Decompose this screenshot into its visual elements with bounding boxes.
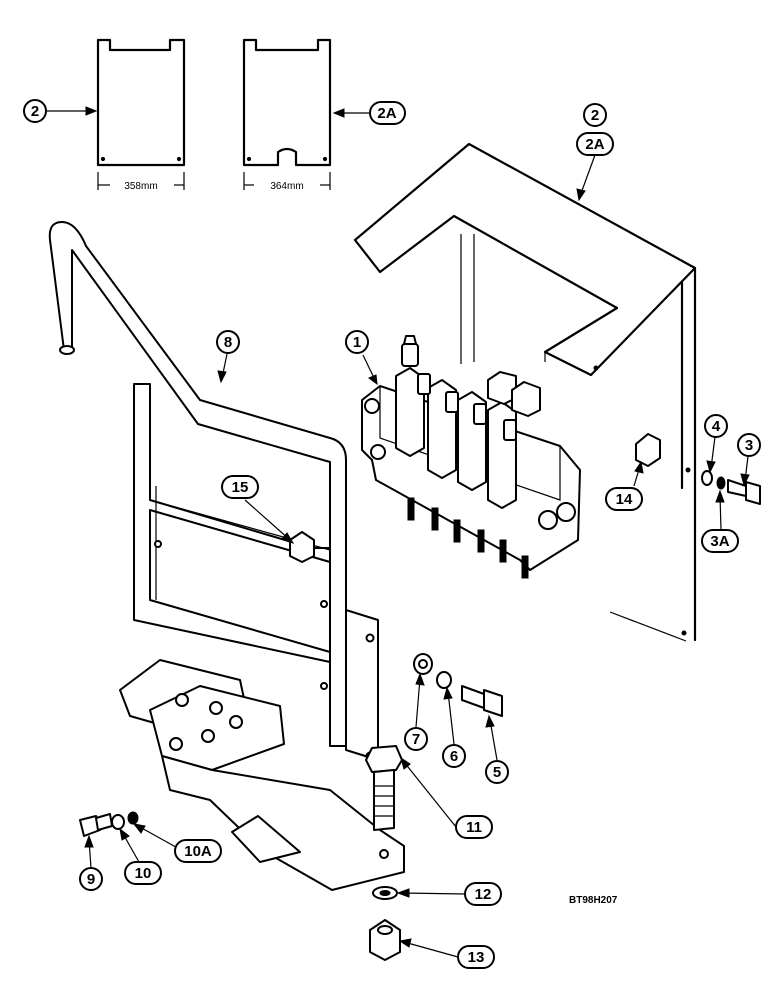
callout-13: 13 <box>457 945 495 969</box>
svg-text:10: 10 <box>135 865 152 882</box>
panel-2-flat: 358mm <box>96 38 186 192</box>
panel-2a-width-label: 364mm <box>270 181 303 192</box>
handle-bar <box>48 221 347 747</box>
svg-text:15: 15 <box>232 479 249 496</box>
svg-text:8: 8 <box>224 334 232 351</box>
hardware <box>79 433 761 961</box>
cover-panel <box>353 142 697 642</box>
svg-text:2: 2 <box>591 107 599 124</box>
svg-text:2A: 2A <box>377 105 396 122</box>
svg-text:1: 1 <box>353 334 361 351</box>
callout-2a-top: 2A <box>576 132 614 156</box>
callout-10a: 10A <box>174 839 222 863</box>
callout-14: 14 <box>605 487 643 511</box>
mount-plates <box>119 659 405 891</box>
callout-5: 5 <box>485 760 509 784</box>
callout-11: 11 <box>455 815 493 839</box>
callout-7: 7 <box>404 727 428 751</box>
callout-3a: 3A <box>701 529 739 553</box>
callout-4: 4 <box>704 414 728 438</box>
panel-2-width-label: 358mm <box>124 181 157 192</box>
svg-text:10A: 10A <box>184 843 212 860</box>
svg-text:4: 4 <box>712 418 721 435</box>
control-valve <box>361 335 581 579</box>
svg-text:14: 14 <box>616 491 633 508</box>
callout-1: 1 <box>345 330 369 354</box>
svg-text:3A: 3A <box>710 533 729 550</box>
callout-12: 12 <box>464 882 502 906</box>
callout-10: 10 <box>124 861 162 885</box>
svg-text:2: 2 <box>31 103 39 120</box>
svg-text:3: 3 <box>745 437 753 454</box>
callout-6: 6 <box>442 744 466 768</box>
mount-bracket <box>133 383 379 761</box>
panel-2a-flat: 364mm <box>242 38 332 192</box>
figure-code: BT98H207 <box>569 895 618 906</box>
svg-text:7: 7 <box>412 731 420 748</box>
svg-text:13: 13 <box>468 949 485 966</box>
svg-text:12: 12 <box>475 886 492 903</box>
svg-text:11: 11 <box>466 819 482 836</box>
callout-2-top: 2 <box>583 103 607 127</box>
callout-15: 15 <box>221 475 259 499</box>
callout-8: 8 <box>216 330 240 354</box>
callout-3: 3 <box>737 433 761 457</box>
svg-text:2A: 2A <box>585 136 604 153</box>
callout-9: 9 <box>79 867 103 891</box>
callout-2-left: 2 <box>23 99 47 123</box>
svg-text:9: 9 <box>87 871 95 888</box>
svg-text:5: 5 <box>493 764 501 781</box>
svg-text:6: 6 <box>450 748 458 765</box>
callout-2a-panel: 2A <box>369 101 406 125</box>
leader-lines <box>46 106 750 958</box>
